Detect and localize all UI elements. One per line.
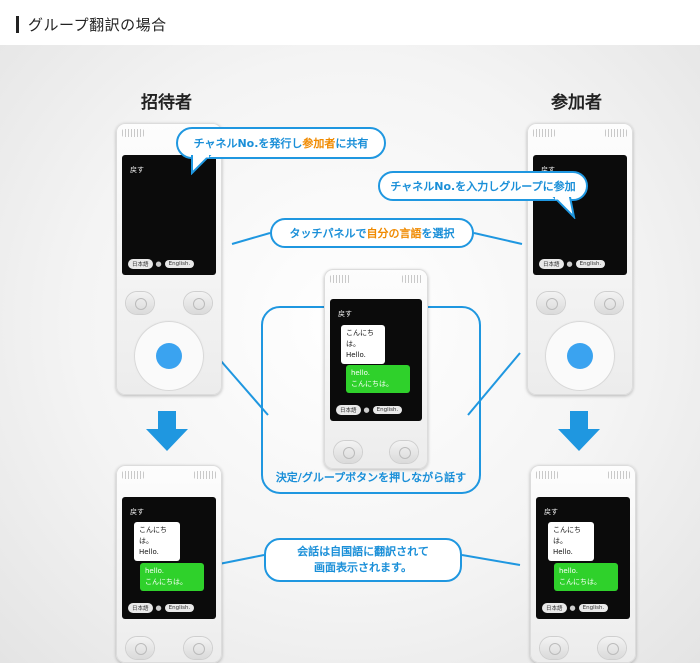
language-bar: 日本語 ● English. xyxy=(128,259,210,269)
callout-text: を選択 xyxy=(421,227,455,240)
lang-from: 日本語 xyxy=(128,603,153,613)
mic-icon: ● xyxy=(155,604,162,612)
reply-en: hello. xyxy=(351,369,371,377)
lang-from: 日本語 xyxy=(128,259,153,269)
message-bubble-received: こんにちは。 Hello. xyxy=(341,325,385,364)
left-side-button xyxy=(334,441,362,463)
left-side-button xyxy=(126,637,154,659)
right-side-button xyxy=(595,292,623,314)
message-ja: こんにちは。 xyxy=(346,329,374,348)
device-participant-top: 戻す 日本語 ● English. xyxy=(527,123,633,395)
reply-ja: こんにちは。 xyxy=(351,380,393,388)
callout-tail xyxy=(552,197,576,219)
message-en: Hello. xyxy=(139,548,159,556)
talk-button-icon xyxy=(567,343,593,369)
left-side-button xyxy=(537,292,565,314)
back-label: 戻す xyxy=(130,508,144,516)
message-bubble-sent: hello. こんにちは。 xyxy=(140,563,204,591)
lang-to: English. xyxy=(164,604,195,612)
callout-translated-display: 会話は自国語に翻訳されて 画面表示されます。 xyxy=(264,538,462,582)
device-center: 戻す こんにちは。 Hello. hello. こんにちは。 日本語 ● Eng… xyxy=(324,269,428,469)
back-label: 戻す xyxy=(544,508,558,516)
callout-text: チャネルNo.を発行し xyxy=(193,137,303,150)
device-screen: 戻す 日本語 ● English. xyxy=(122,155,216,275)
callout-highlight: 参加者 xyxy=(302,137,336,150)
device-screen: 戻す こんにちは。 Hello. hello. こんにちは。 日本語 ● Eng… xyxy=(536,497,630,619)
callout-highlight: 自分の言語 xyxy=(366,227,422,240)
callout-share-channel: チャネルNo.を発行し参加者に共有 xyxy=(176,127,386,159)
device-screen: 戻す こんにちは。 Hello. hello. こんにちは。 日本語 ● Eng… xyxy=(330,299,422,421)
message-bubble-sent: hello. こんにちは。 xyxy=(346,365,410,393)
device-host-bottom: 戻す こんにちは。 Hello. hello. こんにちは。 日本語 ● Eng… xyxy=(116,465,222,663)
right-side-button xyxy=(598,637,626,659)
lang-from: 日本語 xyxy=(539,259,564,269)
message-bubble-received: こんにちは。 Hello. xyxy=(548,522,594,561)
reply-ja: こんにちは。 xyxy=(559,578,601,586)
callout-text: 会話は自国語に翻訳されて xyxy=(297,545,429,558)
callout-text: 画面表示されます。 xyxy=(314,561,412,574)
lang-to: English. xyxy=(575,260,606,268)
lang-to: English. xyxy=(578,604,609,612)
lang-to: English. xyxy=(164,260,195,268)
header-bar xyxy=(16,15,19,33)
language-bar: 日本語 ● English. xyxy=(128,603,210,613)
language-bar: 日本語 ● English. xyxy=(542,603,624,613)
message-bubble-sent: hello. こんにちは。 xyxy=(554,563,618,591)
back-label: 戻す xyxy=(338,310,352,318)
group-translation-diagram: 招待者 参加者 戻す 日本語 ● English. 戻す 日本語 ● Engli… xyxy=(0,45,700,663)
device-host-top: 戻す 日本語 ● English. xyxy=(116,123,222,395)
lang-to: English. xyxy=(372,406,403,414)
left-side-button xyxy=(540,637,568,659)
right-side-button xyxy=(184,637,212,659)
down-arrow-icon xyxy=(146,411,188,451)
down-arrow-icon xyxy=(558,411,600,451)
lang-from: 日本語 xyxy=(336,405,361,415)
mic-icon: ● xyxy=(363,406,370,414)
callout-text: に共有 xyxy=(335,137,369,150)
language-bar: 日本語 ● English. xyxy=(539,259,621,269)
callout-select-language: タッチパネルで自分の言語を選択 xyxy=(270,218,474,248)
message-ja: こんにちは。 xyxy=(139,526,167,545)
reply-ja: こんにちは。 xyxy=(145,578,187,586)
back-label: 戻す xyxy=(541,166,555,174)
host-label: 招待者 xyxy=(141,93,192,113)
callout-text: チャネルNo.を入力しグループに参加 xyxy=(390,180,576,193)
participant-label: 参加者 xyxy=(551,93,602,113)
page-title: グループ翻訳の場合 xyxy=(28,15,167,34)
language-bar: 日本語 ● English. xyxy=(336,405,416,415)
talk-button-icon xyxy=(156,343,182,369)
message-ja: こんにちは。 xyxy=(553,526,581,545)
section-header: グループ翻訳の場合 xyxy=(16,13,167,35)
message-bubble-received: こんにちは。 Hello. xyxy=(134,522,180,561)
callout-text: タッチパネルで xyxy=(289,227,367,240)
left-side-button xyxy=(126,292,154,314)
right-side-button xyxy=(184,292,212,314)
mic-icon: ● xyxy=(569,604,576,612)
callout-push-to-talk: 決定/グループボタンを押しながら話す xyxy=(275,471,467,484)
mic-icon: ● xyxy=(155,260,162,268)
right-side-button xyxy=(390,441,418,463)
message-en: Hello. xyxy=(553,548,573,556)
device-screen: 戻す こんにちは。 Hello. hello. こんにちは。 日本語 ● Eng… xyxy=(122,497,216,619)
lang-from: 日本語 xyxy=(542,603,567,613)
message-en: Hello. xyxy=(346,351,366,359)
reply-en: hello. xyxy=(145,567,165,575)
callout-join-channel: チャネルNo.を入力しグループに参加 xyxy=(378,171,588,201)
callout-tail xyxy=(191,155,212,175)
back-label: 戻す xyxy=(130,166,144,174)
reply-en: hello. xyxy=(559,567,579,575)
device-participant-bottom: 戻す こんにちは。 Hello. hello. こんにちは。 日本語 ● Eng… xyxy=(530,465,636,663)
mic-icon: ● xyxy=(566,260,573,268)
